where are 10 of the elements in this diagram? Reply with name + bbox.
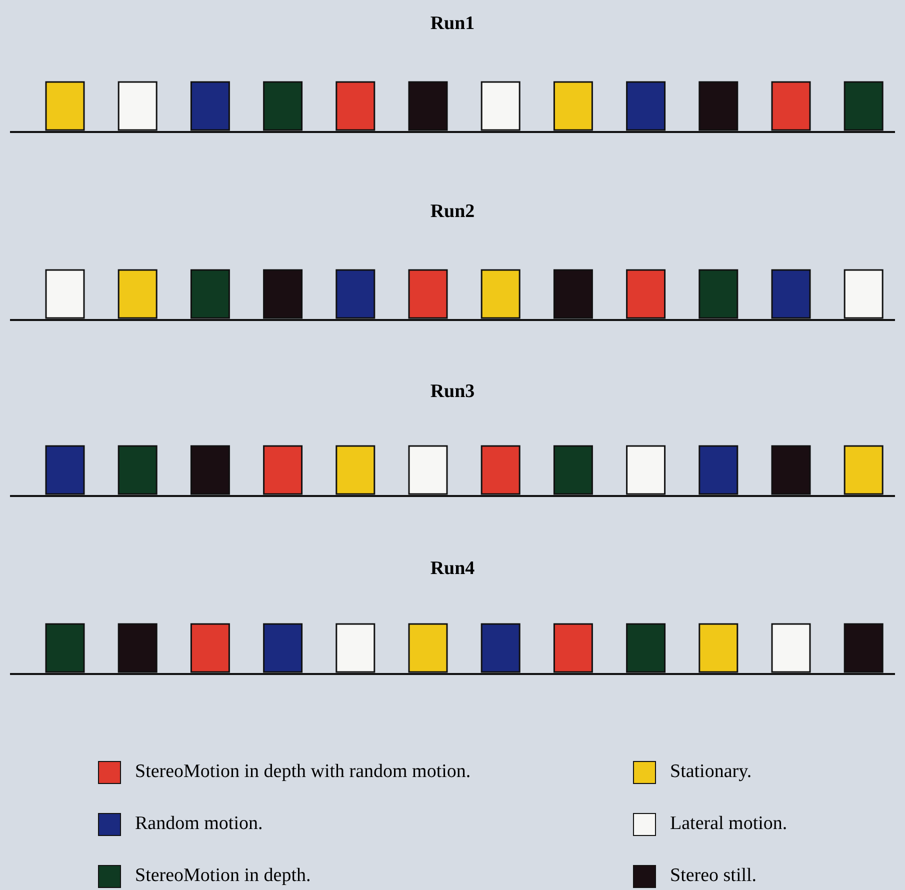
run-heading: Run3 — [430, 380, 475, 404]
legend-label: Stereo still. — [670, 864, 757, 888]
run-heading: Run4 — [430, 557, 475, 581]
legend-label: Stationary. — [670, 760, 752, 784]
legend-label: Random motion. — [135, 812, 263, 836]
legend-label: StereoMotion in depth with random motion. — [135, 760, 471, 784]
run-heading: Run2 — [430, 200, 475, 224]
run-heading: Run1 — [430, 12, 475, 36]
legend-label: Lateral motion. — [670, 812, 788, 836]
legend-label: StereoMotion in depth. — [135, 864, 311, 888]
